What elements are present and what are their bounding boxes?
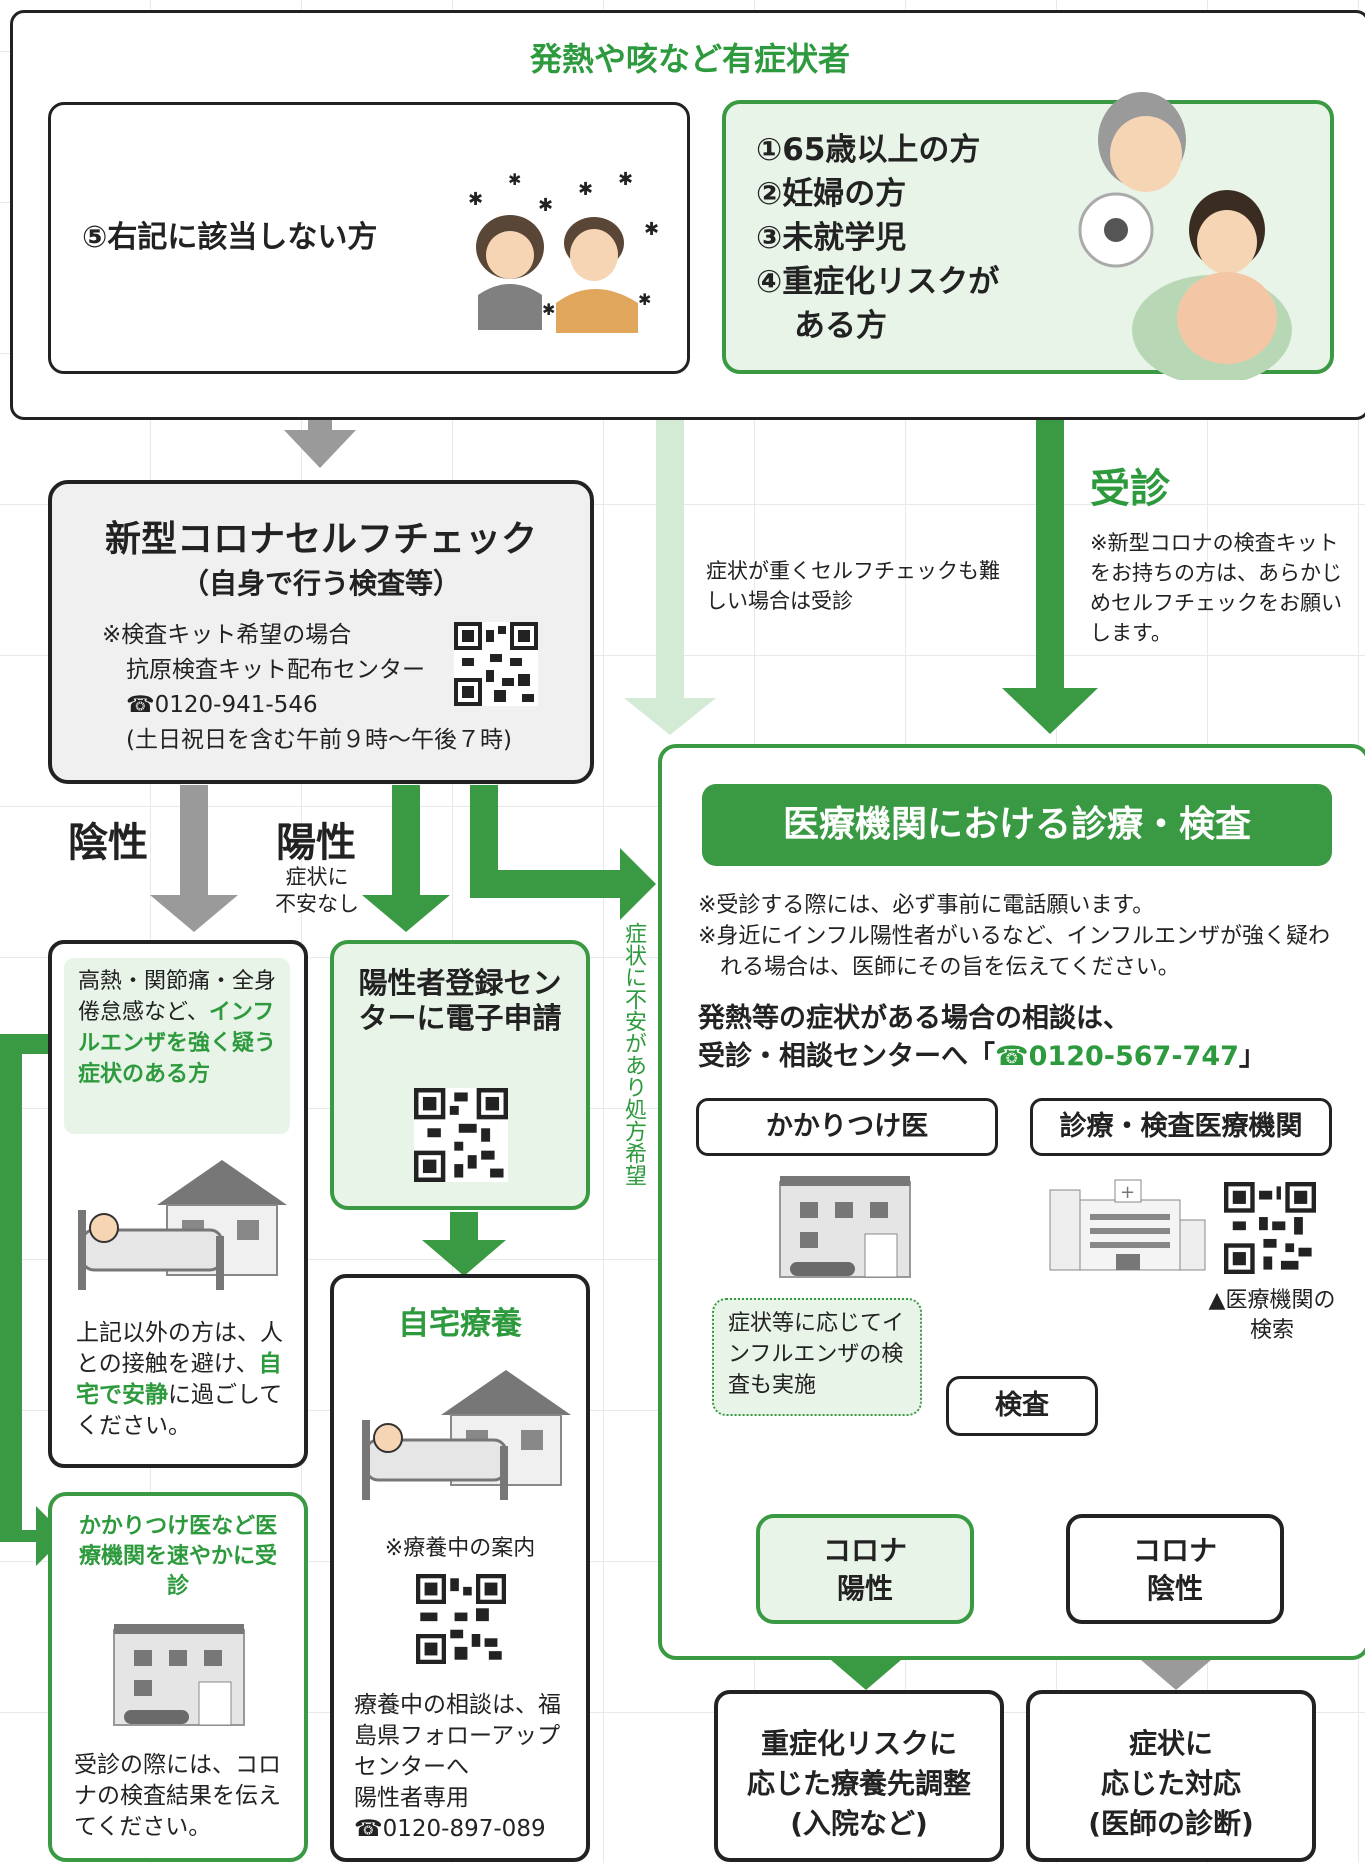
outcome-pos-l1: 重症化リスクに <box>760 1727 957 1760</box>
selfcheck-details: ※検査キット希望の場合 抗原検査キット配布センター ☎0120-941-546 … <box>102 618 512 758</box>
register-title: 陽性者登録センターに電子申請 <box>358 966 562 1035</box>
medical-note2: ※身近にインフル陽性者がいるなど、インフルエンザが強く疑われる場合は、医師にその… <box>698 924 1331 980</box>
arrow-jushin <box>1002 370 1098 734</box>
outcome-neg-l2: 応じた対応 <box>1100 1767 1241 1800</box>
positive-sub: 症状に 不安なし <box>262 864 372 918</box>
shinryo-badge: 診療・検査医療機関 <box>1030 1098 1332 1156</box>
selfcheck-tel[interactable]: ☎0120-941-546 <box>126 692 318 718</box>
selfcheck-line1: ※検査キット希望の場合 <box>102 622 352 648</box>
outcome-negative-box: 症状に 応じた対応 (医師の診断) <box>1026 1690 1316 1862</box>
medical-notes: ※受診する際には、必ず事前に電話願います。 ※身近にインフル陽性者がいるなど、イ… <box>698 890 1338 983</box>
header-title: 発熱や咳など有症状者 <box>529 40 850 78</box>
outcome-pos-l2: 応じた療養先調整 <box>746 1767 971 1800</box>
sick-people-illustration: ✱ ✱ ✱ ✱ ✱ ✱ ✱ ✱ <box>468 169 659 333</box>
selfcheck-subtitle: （自身で行う検査等） <box>180 567 461 600</box>
outcome-pos-l3: (入院など) <box>790 1807 928 1840</box>
elderly-pregnant-illustration <box>1078 92 1292 380</box>
home-care-box <box>330 1274 590 1862</box>
arrow-left-bracket <box>0 1034 64 1530</box>
hospital-illustration: + <box>1049 1179 1206 1271</box>
vertical-label: 症状に不安があり処方希望 <box>621 922 646 1186</box>
jushin-title: 受診 <box>1090 466 1170 512</box>
svg-text:✱: ✱ <box>508 170 521 189</box>
corona-positive-box: コロナ陽性 <box>756 1514 974 1624</box>
negative-label: 陰性 <box>68 820 148 866</box>
corona-negative-box: コロナ陰性 <box>1066 1514 1284 1624</box>
group-line-3: ③未就学児 <box>756 220 907 256</box>
kakaritsuke-badge: かかりつけ医 <box>696 1098 998 1156</box>
home-care-tel[interactable]: ☎0120-897-089 <box>354 1816 546 1842</box>
flu-suspect-text: 高熱・関節痛・全身倦怠感など、インフルエンザを強く疑う症状のある方 <box>78 966 282 1090</box>
medical-search-qr-code[interactable] <box>1224 1182 1316 1274</box>
flu-suspect-highlight <box>64 958 290 1134</box>
home-care-consult: 療養中の相談は、福島県フォローアップセンターへ 陽性者専用 ☎0120-897-… <box>354 1690 576 1845</box>
svg-text:✱: ✱ <box>638 290 651 309</box>
svg-text:✱: ✱ <box>542 300 555 319</box>
flu-suspect-rest: 上記以外の方は、人との接触を避け、自宅で安静に過ごしてください。 <box>76 1318 290 1442</box>
register-qr-code[interactable] <box>414 1088 508 1182</box>
home-care-consult-line: 療養中の相談は、福島県フォローアップセンターへ <box>354 1692 561 1780</box>
group-line-5: ある方 <box>794 308 887 344</box>
flu-suspect-rest-c: に過ごしてください。 <box>76 1382 283 1439</box>
flu-test-bubble <box>712 1298 922 1416</box>
group-line-4: ④重症化リスクが <box>756 264 1000 300</box>
selfcheck-qr-code[interactable] <box>454 622 538 706</box>
flu-suspect-p2: インフルエンザを強く疑う症状のある方 <box>78 1000 277 1087</box>
test-badge: 検査 <box>946 1376 1098 1436</box>
outcome-positive-box: 重症化リスクに 応じた療養先調整 (入院など) <box>714 1690 1004 1862</box>
arrow-to-homecare <box>422 1212 506 1276</box>
home-care-line2: 陽性者専用 <box>354 1785 469 1811</box>
home-care-guide: ※療養中の案内 <box>384 1536 536 1561</box>
arrow-positive <box>362 785 450 932</box>
clinic-illustration-2 <box>779 1176 911 1278</box>
group-line-1: ①65歳以上の方 <box>756 132 981 168</box>
medical-consult-tel[interactable]: ☎0120-567-747 <box>995 1041 1239 1072</box>
clinic-quick-note: 受診の際には、コロナの検査結果を伝えてください。 <box>74 1752 281 1840</box>
home-care-title: 自宅療養 <box>398 1306 522 1342</box>
medical-consult2-a: 受診・相談センターへ「 <box>698 1041 995 1072</box>
home-care-qr-code[interactable] <box>416 1574 506 1664</box>
medical-consult: 発熱等の症状がある場合の相談は、 受診・相談センターへ「☎0120-567-74… <box>698 1000 1338 1076</box>
svg-text:✱: ✱ <box>578 179 593 200</box>
positive-sub1: 症状に <box>285 865 349 889</box>
home-bed-illustration-2 <box>362 1370 571 1500</box>
medical-consult2-b: 」 <box>1238 1041 1266 1072</box>
home-bed-illustration-1 <box>78 1160 287 1290</box>
arrow-to-medical <box>470 785 656 920</box>
group-line-2: ②妊婦の方 <box>756 176 907 212</box>
clinic-illustration-1 <box>113 1624 245 1726</box>
arrow-negative <box>150 785 238 932</box>
medical-note1: ※受診する際には、必ず事前に電話願います。 <box>698 893 1155 918</box>
medical-search-label: ▲医療機関の検索 <box>1208 1288 1336 1343</box>
flu-test-text: 症状等に応じてインフルエンザの検査も実施 <box>728 1311 905 1398</box>
positive-label: 陽性 <box>276 820 356 866</box>
jushin-note: ※新型コロナの検査キットをお持ちの方は、あらかじめセルフチェックをお願いします。 <box>1090 531 1342 645</box>
clinic-quick-title: かかりつけ医など医療機関を速やかに受診 <box>78 1514 278 1599</box>
positive-sub2: 不安なし <box>275 892 359 916</box>
svg-text:✱: ✱ <box>644 219 659 240</box>
flu-suspect-rest-b: 自宅で安静 <box>76 1351 282 1408</box>
medical-consult1: 発熱等の症状がある場合の相談は、 <box>698 1003 1130 1034</box>
selfcheck-line2: 抗原検査キット配布センター <box>126 657 425 683</box>
selfcheck-title: 新型コロナセルフチェック <box>104 519 537 560</box>
flu-suspect-rest-a: 上記以外の方は、人との接触を避け、 <box>76 1320 283 1377</box>
svg-text:✱: ✱ <box>618 169 633 190</box>
outcome-neg-l3: (医師の診断) <box>1088 1807 1254 1840</box>
medical-consult2: 受診・相談センターへ「☎0120-567-747」 <box>698 1038 1338 1076</box>
arrow-heavy-symptoms <box>624 370 716 735</box>
svg-text:✱: ✱ <box>468 189 483 210</box>
groups-1-4-text: ①65歳以上の方 ②妊婦の方 ③未就学児 ④重症化リスクが ある方 <box>756 128 999 348</box>
outcome-neg-l1: 症状に <box>1128 1727 1213 1760</box>
medical-title: 医療機関における診療・検査 <box>702 784 1332 866</box>
flu-suspect-p1: 高熱・関節痛・全身倦怠感など、 <box>78 969 277 1025</box>
group5-label: ⑤右記に該当しない方 <box>82 220 378 255</box>
heavy-symptoms-note: 症状が重くセルフチェックも難しい場合は受診 <box>706 559 1000 613</box>
svg-text:✱: ✱ <box>538 195 553 216</box>
svg-text:+: + <box>1120 1182 1135 1203</box>
selfcheck-hours: (土日祝日を含む午前９時～午後７時) <box>126 727 512 753</box>
